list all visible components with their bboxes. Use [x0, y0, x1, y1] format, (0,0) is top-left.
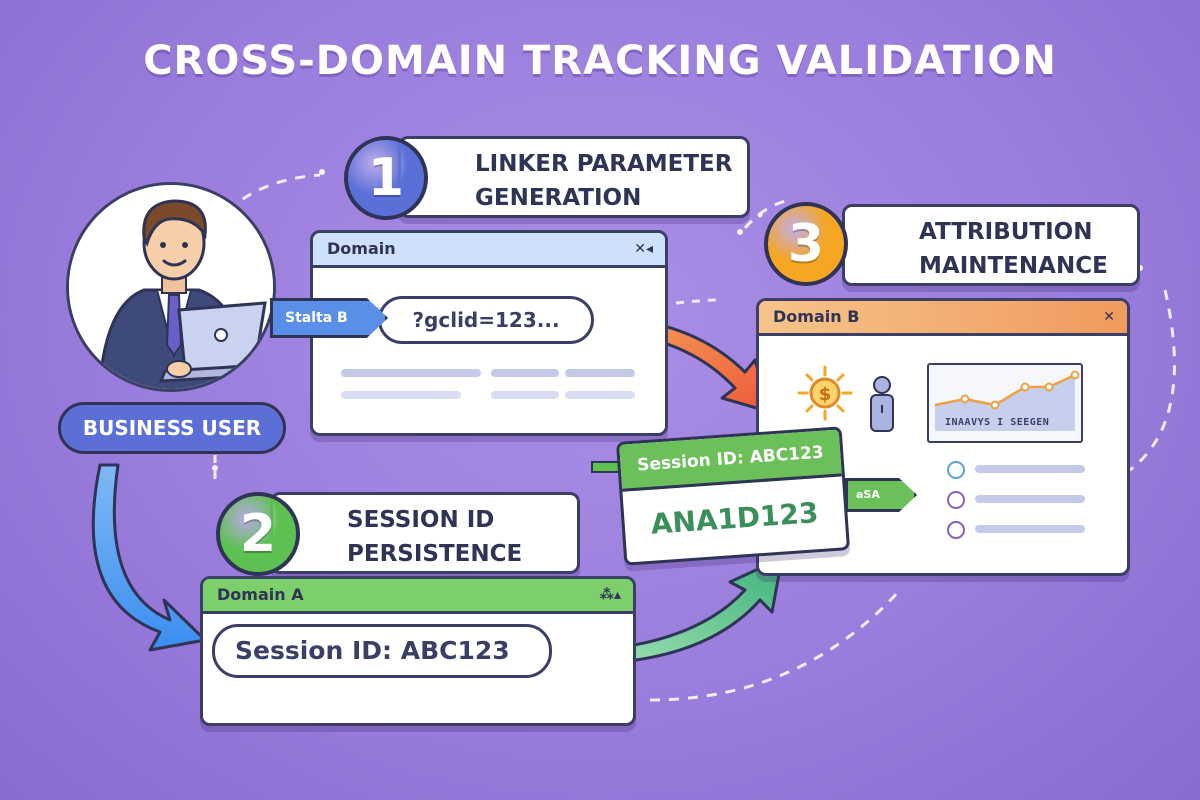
- close-icon[interactable]: ✕: [1103, 309, 1115, 325]
- window-control-icon[interactable]: ✕◂: [634, 241, 653, 257]
- domain-window-titlebar: Domain ✕◂: [313, 233, 665, 268]
- step-2-line-1: SESSION ID: [347, 507, 495, 533]
- domain-a-titlebar: Domain A ⁂▴: [203, 579, 633, 614]
- session-id-field: Session ID: ABC123: [212, 624, 552, 678]
- dashed-curve-center: [659, 298, 721, 307]
- gclid-parameter: ?gclid=123...: [378, 296, 594, 344]
- domain-a-title: Domain A: [217, 585, 304, 604]
- step-1-line-1: LINKER PARAMETER: [475, 151, 733, 177]
- window-control-icon[interactable]: ⁂▴: [599, 587, 621, 603]
- blue-arrow: [91, 463, 207, 652]
- link-tag-arrow: Stalta B: [270, 298, 388, 338]
- domain-window-title: Domain: [327, 239, 396, 258]
- chart-caption: INAAVYS I SEEGEN: [945, 417, 1050, 428]
- step-3-label: ATTRIBUTION MAINTENANCE: [842, 204, 1140, 286]
- radio-option-2[interactable]: [947, 491, 965, 509]
- business-user-avatar: [66, 182, 276, 392]
- page-title: CROSS-DOMAIN TRACKING VALIDATION: [143, 38, 1057, 84]
- step-3-badge: 3: [764, 202, 848, 286]
- step-2-badge: 2: [216, 492, 300, 576]
- dashed-curve-top: [213, 173, 321, 226]
- user-figure-icon: [870, 376, 894, 432]
- dollar-sun-icon: $: [797, 365, 853, 421]
- radio-option-1[interactable]: [947, 461, 965, 479]
- dashed-curve-bottom: [649, 588, 902, 702]
- step-2-label: SESSION ID PERSISTENCE: [270, 492, 580, 574]
- step-1-badge: 1: [344, 136, 428, 220]
- domain-b-titlebar: Domain B ✕: [759, 301, 1127, 336]
- session-card-value: ANA1D123: [649, 496, 820, 541]
- step-3-line-1: ATTRIBUTION: [919, 219, 1093, 245]
- svg-text:$: $: [819, 384, 832, 405]
- radio-option-3[interactable]: [947, 521, 965, 539]
- step-1-line-2: GENERATION: [475, 185, 642, 211]
- mini-line-chart: INAAVYS I SEEGEN: [927, 363, 1083, 443]
- session-id-card: Session ID: ABC123 ANA1D123: [615, 426, 851, 566]
- step-3-line-2: MAINTENANCE: [919, 253, 1108, 279]
- trend-chart-icon: [934, 370, 1080, 431]
- step-1-label: LINKER PARAMETER GENERATION: [398, 136, 750, 218]
- dashed-curve-right: [1129, 289, 1176, 472]
- step-2-line-2: PERSISTENCE: [347, 541, 523, 567]
- person-with-laptop-icon: [69, 185, 273, 389]
- dashed-curve-right-top: [743, 198, 791, 229]
- domain-b-title: Domain B: [773, 307, 860, 326]
- business-user-label: BUSINESS USER: [58, 402, 286, 454]
